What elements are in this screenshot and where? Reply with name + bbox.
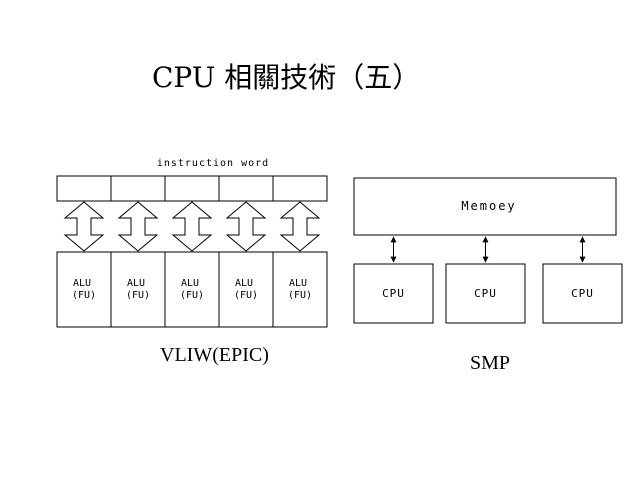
alu-label: ALU [289,278,307,289]
cpu-boxes: CPU CPU CPU [353,263,623,324]
alu-units: ALU(FU)ALU(FU)ALU(FU)ALU(FU)ALU(FU) [56,251,328,328]
cpu-label: CPU [474,287,497,300]
memory-label: Memoey [461,199,516,213]
fu-label: (FU) [180,290,204,301]
instruction-slot [110,175,166,202]
double-arrow-icon [171,201,213,252]
instruction-word-label: instruction word [157,158,269,169]
cpu-box [445,263,526,324]
alu-box [218,251,274,328]
cpu-label: CPU [382,287,405,300]
cpu-box [353,263,434,324]
alu-box [164,251,220,328]
instruction-slot [56,175,112,202]
fu-label: (FU) [126,290,150,301]
instruction-word-slots [56,175,328,202]
cpu-box [542,263,623,324]
cpu-label: CPU [571,287,594,300]
alu-label: ALU [73,278,91,289]
alu-label: ALU [181,278,199,289]
vliw-caption: VLIW(EPIC) [160,344,269,366]
double-arrow-icon [117,201,159,252]
memory-box [353,177,617,236]
fu-label: (FU) [234,290,258,301]
smp-arrows [390,236,586,263]
alu-label: ALU [127,278,145,289]
fu-label: (FU) [288,290,312,301]
vliw-arrows [63,201,321,252]
alu-box [56,251,112,328]
alu-box [272,251,328,328]
instruction-slot [218,175,274,202]
instruction-slot [164,175,220,202]
double-arrow-icon [225,201,267,252]
fu-label: (FU) [72,290,96,301]
instruction-slot [272,175,328,202]
double-arrow-icon [63,201,105,252]
alu-label: ALU [235,278,253,289]
alu-box [110,251,166,328]
smp-caption: SMP [470,352,511,374]
slide-title: CPU 相關技術（五） [152,61,421,94]
double-arrow-icon [279,201,321,252]
